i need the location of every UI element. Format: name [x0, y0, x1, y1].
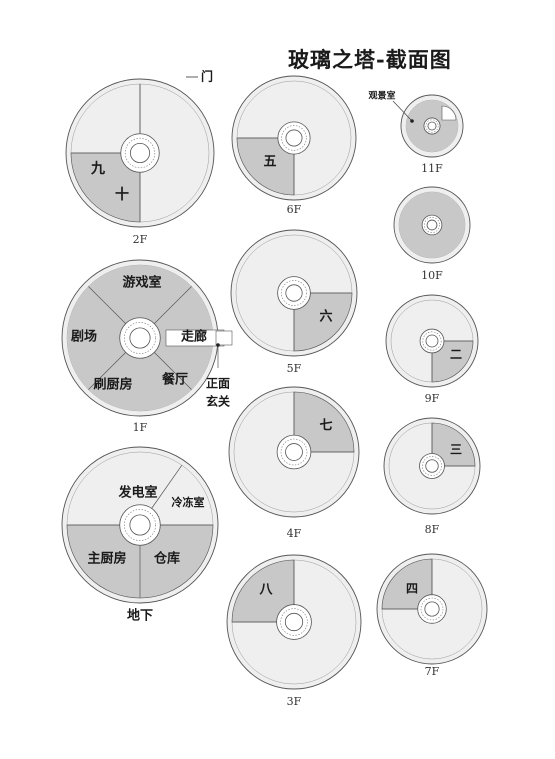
- room-area: [293, 391, 355, 453]
- room-label: 冷冻室: [172, 495, 205, 509]
- center-pillar: [285, 129, 303, 147]
- spiral-stair-icon: [281, 280, 307, 306]
- floor-label: 2F: [133, 233, 148, 246]
- room-label: 五: [263, 155, 276, 170]
- leader-dot: [410, 119, 414, 123]
- room-area: [431, 340, 474, 383]
- observatory-callout: 观景室: [368, 90, 395, 102]
- center-pillar: [425, 334, 439, 348]
- room-area: [70, 152, 141, 223]
- entrance-callout: 正面: [206, 377, 230, 391]
- room-label: 刷厨房: [93, 377, 132, 393]
- entrance-callout: 玄关: [206, 394, 230, 409]
- room-label: 剧场: [71, 329, 97, 345]
- partition-wall: [88, 352, 126, 390]
- room-area: [293, 292, 353, 352]
- spiral-stair-icon: [280, 608, 308, 636]
- floor-7f: 四 7F: [376, 553, 488, 678]
- room-label: 走廊: [181, 329, 207, 345]
- spiral-stair-icon: [124, 509, 156, 541]
- room-label: 仓库: [153, 551, 180, 567]
- room-label: 四: [406, 582, 418, 596]
- floor-6f: 五 6F: [231, 75, 357, 216]
- room-area: [431, 422, 476, 467]
- center-pillar: [129, 142, 151, 164]
- spiral-stair-icon: [422, 456, 442, 476]
- room-label: 餐厅: [161, 372, 188, 388]
- spiral-stair-icon: [280, 438, 308, 466]
- floor-label: 4F: [287, 527, 302, 540]
- floor-label: 10F: [421, 269, 443, 282]
- center-pillar: [285, 284, 303, 302]
- room-label: 九: [90, 161, 105, 177]
- center-pillar: [129, 327, 151, 349]
- floor-label: 地下: [127, 608, 153, 624]
- spiral-stair-icon: [420, 597, 444, 621]
- partition-wall: [154, 352, 192, 390]
- room-label: 十: [115, 186, 129, 203]
- leader-dot: [216, 343, 220, 347]
- partition-wall: [88, 286, 126, 324]
- center-pillar: [427, 121, 437, 131]
- floor-label: 8F: [425, 523, 440, 536]
- room-label: 七: [319, 419, 332, 434]
- door-callout: 门: [201, 69, 213, 84]
- floor-label: 11F: [421, 162, 443, 175]
- partition-wall: [154, 286, 192, 324]
- floor-2f: 九十 2F: [65, 78, 215, 246]
- floor-8f: 三 8F: [383, 417, 481, 536]
- room-label: 八: [258, 583, 273, 598]
- floor-4f: 七 4F: [228, 386, 360, 540]
- center-pillar: [425, 459, 439, 473]
- floor-label: 7F: [425, 665, 440, 678]
- room-label: 三: [450, 443, 462, 457]
- room-area: [381, 558, 433, 610]
- page-title: 玻璃之塔-截面图: [288, 47, 452, 72]
- spiral-stair-icon: [281, 125, 307, 151]
- entrance: [215, 330, 233, 346]
- spiral-stair-icon: [424, 217, 440, 233]
- room-area: [236, 137, 295, 196]
- center-pillar: [285, 443, 303, 461]
- room-area: [231, 559, 295, 623]
- observatory-room: [441, 105, 457, 121]
- room-label: 二: [450, 348, 462, 362]
- room-label: 六: [319, 309, 332, 325]
- floor-label: 9F: [425, 392, 440, 405]
- partition-wall: [151, 465, 183, 509]
- spiral-stair-icon: [425, 119, 439, 133]
- floor-label: 3F: [287, 695, 302, 708]
- floor-5f: 六 5F: [230, 229, 358, 375]
- floor-label: 6F: [287, 203, 302, 216]
- room-label: 游戏室: [122, 275, 161, 291]
- floor-3f: 八 3F: [226, 554, 362, 708]
- spiral-stair-icon: [124, 137, 156, 169]
- floor-11f: 11F: [400, 94, 464, 175]
- center-pillar: [284, 612, 304, 632]
- room-label: 发电室: [117, 485, 157, 501]
- floor-9f: 二 9F: [385, 294, 479, 405]
- center-pillar: [129, 514, 151, 536]
- room-label: 主厨房: [87, 551, 126, 567]
- center-pillar: [426, 219, 438, 231]
- spiral-stair-icon: [124, 322, 156, 354]
- floor-10f: 10F: [393, 186, 471, 282]
- floor-label: 1F: [133, 421, 148, 434]
- leader-line: [392, 100, 413, 122]
- floor-label: 5F: [287, 362, 302, 375]
- spiral-stair-icon: [422, 331, 442, 351]
- center-pillar: [424, 601, 440, 617]
